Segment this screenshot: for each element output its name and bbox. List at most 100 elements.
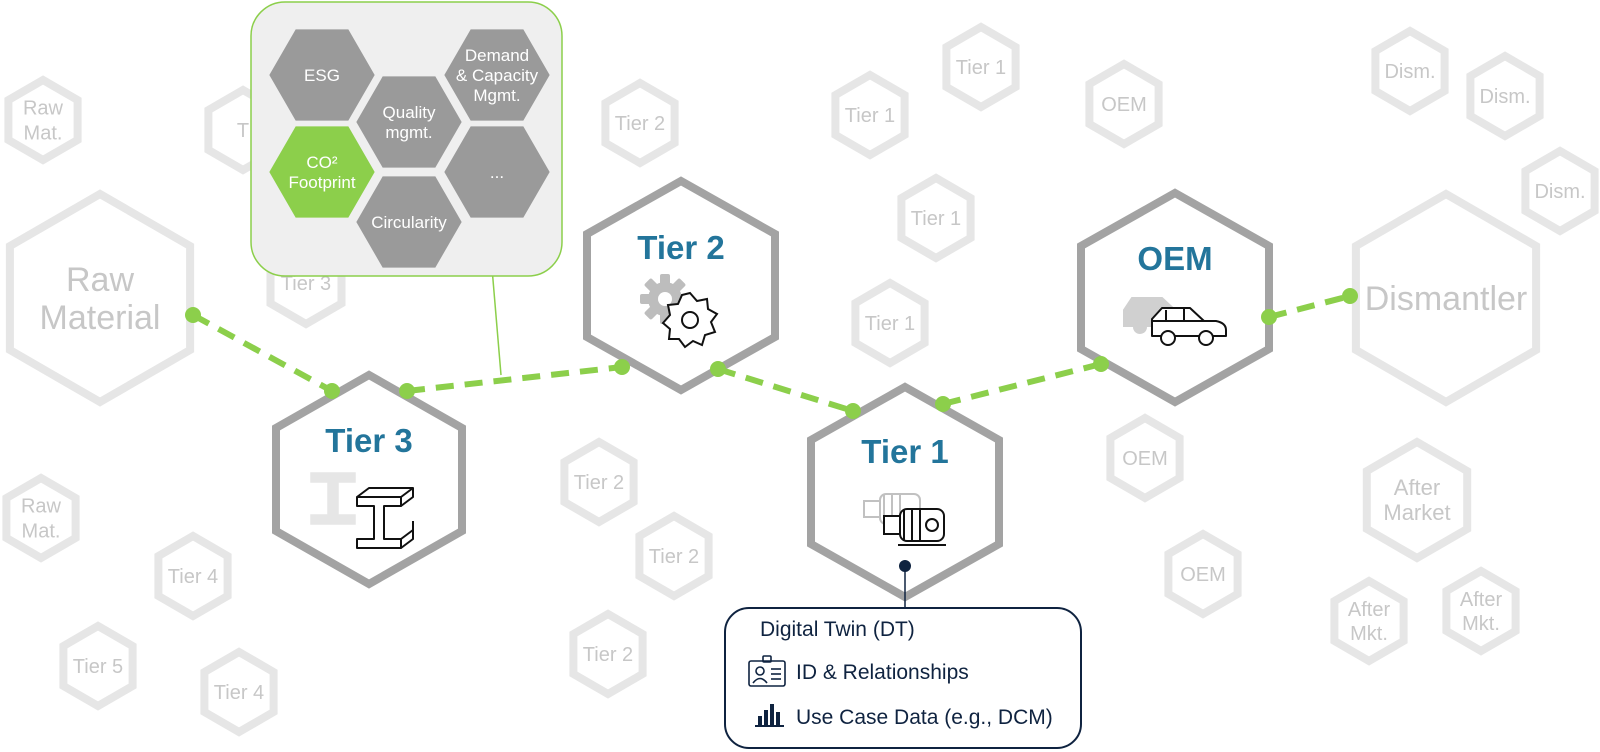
background-hexagon bbox=[1442, 566, 1520, 656]
hex-label-line: Circularity bbox=[371, 213, 447, 232]
main-node-oem[interactable]: OEM bbox=[1077, 188, 1273, 407]
hex-label-line: ESG bbox=[304, 66, 340, 85]
hex-label-line: Material bbox=[40, 299, 161, 337]
tier2-title: Tier 2 bbox=[637, 229, 724, 266]
chain-dot[interactable] bbox=[935, 396, 951, 412]
popup-item-circularity[interactable]: Circularity bbox=[340, 151, 477, 294]
hex-label-line: Tier 2 bbox=[649, 546, 699, 568]
hex-label-line: Tier 2 bbox=[574, 472, 624, 494]
background-node-dism-1: Dism. bbox=[1371, 26, 1449, 116]
background-hexagon bbox=[635, 511, 713, 601]
hex-label-line: Tier 2 bbox=[615, 113, 665, 135]
background-node-tier5: Tier 5 bbox=[59, 621, 137, 711]
hex-label-line: Dism. bbox=[1534, 181, 1585, 203]
id-card-icon bbox=[748, 655, 786, 687]
background-hexagon bbox=[4, 75, 82, 165]
background-hexagon bbox=[59, 621, 137, 711]
chain-dot[interactable] bbox=[1093, 356, 1109, 372]
chain-segment-raw-tier3 bbox=[191, 312, 334, 394]
chain-dot[interactable] bbox=[710, 361, 726, 377]
dt-panel bbox=[724, 607, 1082, 749]
steel-beam-icon bbox=[310, 472, 414, 549]
background-node-tier2-d: Tier 2 bbox=[569, 609, 647, 699]
chain-segment-tier3-tier2 bbox=[406, 364, 623, 394]
background-hexagon bbox=[1466, 51, 1544, 141]
hex-label-line: Market bbox=[1383, 500, 1450, 525]
hex-label-line: After bbox=[1460, 589, 1503, 611]
background-node-dism-3: Dism. bbox=[1521, 146, 1599, 236]
background-node-dism-2: Dism. bbox=[1466, 51, 1544, 141]
dt-item-label: ID & Relationships bbox=[796, 661, 969, 684]
hex-label-line: CO² bbox=[306, 153, 338, 172]
popup-hexagon bbox=[264, 122, 380, 222]
hex-label-line: Mkt. bbox=[1462, 613, 1500, 635]
hex-label-line: ... bbox=[490, 163, 504, 182]
motor-icon bbox=[863, 493, 946, 546]
background-hexagon bbox=[831, 70, 909, 160]
hex-label-line: Demand bbox=[465, 46, 529, 65]
hex-label-line: Tier 2 bbox=[583, 644, 633, 666]
hex-label-line: Tier 1 bbox=[911, 208, 961, 230]
background-hexagon bbox=[200, 647, 278, 737]
background-hexagon bbox=[1164, 529, 1242, 619]
digital-twin-callout: Digital Twin (DT) ID & Relationships Use… bbox=[724, 560, 1082, 749]
hex-label-line: Dism. bbox=[1384, 61, 1435, 83]
tier3-title: Tier 3 bbox=[325, 422, 412, 459]
oem-hexagon bbox=[1077, 188, 1273, 407]
background-node-tier1-b: Tier 1 bbox=[942, 22, 1020, 112]
hex-label-line: Tier 1 bbox=[956, 57, 1006, 79]
hex-label-line: mgmt. bbox=[385, 123, 432, 142]
background-node-tier1-d: Tier 1 bbox=[851, 278, 929, 368]
background-node-tier1-c: Tier 1 bbox=[897, 173, 975, 263]
popup-hexagon bbox=[351, 172, 467, 272]
background-hexagon bbox=[560, 437, 638, 527]
background-hexagon bbox=[1371, 26, 1449, 116]
background-node-oem-c: OEM bbox=[1164, 529, 1242, 619]
background-hexagon bbox=[154, 531, 232, 621]
hex-label-line: Mkt. bbox=[1350, 623, 1388, 645]
chain-dot[interactable] bbox=[324, 383, 340, 399]
hex-label-line: & Capacity bbox=[456, 66, 539, 85]
chain-dot[interactable] bbox=[185, 307, 201, 323]
hex-label-line: Tier 4 bbox=[168, 566, 218, 588]
main-node-tier1[interactable]: Tier 1 bbox=[807, 382, 1003, 602]
chain-dot[interactable] bbox=[845, 403, 861, 419]
hex-label-line: OEM bbox=[1101, 94, 1147, 116]
background-node-tier1-a: Tier 1 bbox=[831, 70, 909, 160]
chain-dot[interactable] bbox=[1261, 309, 1277, 325]
hex-label-line: Tier 5 bbox=[73, 656, 123, 678]
tier3-hexagon bbox=[272, 370, 466, 589]
dt-item-label: Use Case Data (e.g., DCM) bbox=[796, 706, 1053, 729]
tier1-title: Tier 1 bbox=[861, 433, 948, 470]
popup-item-more[interactable]: ... bbox=[428, 101, 565, 244]
chain-dot[interactable] bbox=[399, 383, 415, 399]
background-node-oem-b: OEM bbox=[1106, 413, 1184, 503]
popup-hexagon bbox=[351, 72, 467, 172]
background-hexagon bbox=[1106, 413, 1184, 503]
hex-label-line: Dismantler bbox=[1365, 280, 1527, 318]
background-node-tier4-b: Tier 4 bbox=[200, 647, 278, 737]
hex-label-line: Mat. bbox=[24, 123, 63, 145]
popup-hexagon bbox=[439, 122, 555, 222]
background-node-tier2-top: Tier 2 bbox=[601, 78, 679, 168]
popup-connector-line bbox=[491, 267, 502, 376]
chain-segment-tier1-oem bbox=[942, 361, 1102, 407]
main-node-tier2[interactable]: Tier 2 bbox=[583, 176, 779, 395]
dt-connector-dot bbox=[899, 560, 911, 572]
chain-dot[interactable] bbox=[1342, 288, 1358, 304]
background-hexagon bbox=[1085, 59, 1163, 149]
hex-label-line: After bbox=[1394, 475, 1440, 500]
hex-label-line: OEM bbox=[1180, 564, 1226, 586]
background-hexagon bbox=[569, 609, 647, 699]
chain-dot[interactable] bbox=[614, 359, 630, 375]
main-node-tier3[interactable]: Tier 3 bbox=[272, 370, 466, 589]
background-hexagon bbox=[897, 173, 975, 263]
